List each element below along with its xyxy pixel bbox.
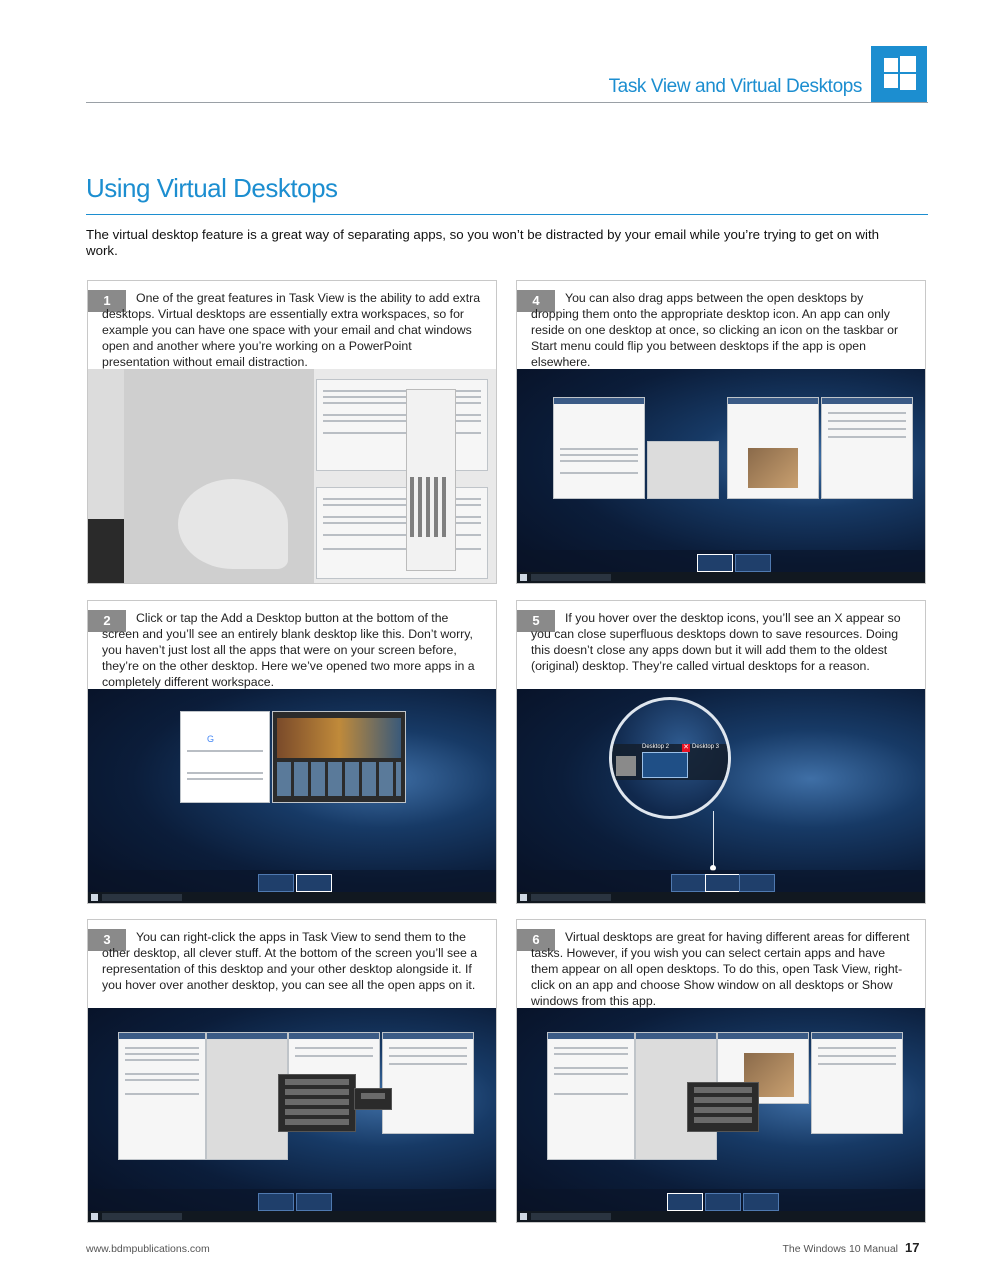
step-3-screenshot bbox=[88, 1008, 496, 1222]
step-4-box: 4 You can also drag apps between the ope… bbox=[516, 280, 926, 584]
header-rule bbox=[86, 102, 928, 103]
step-5-screenshot: Desktop 2 ✕ Desktop 3 bbox=[517, 689, 925, 903]
section-title: Using Virtual Desktops bbox=[86, 173, 338, 203]
section-rule bbox=[86, 214, 928, 215]
desktop-label: Desktop 2 bbox=[642, 744, 670, 750]
desktop-label: Desktop 3 bbox=[692, 744, 720, 750]
step-number: 6 bbox=[517, 929, 555, 951]
step-number: 2 bbox=[88, 610, 126, 632]
windows-logo-icon bbox=[871, 46, 927, 102]
step-number: 3 bbox=[88, 929, 126, 951]
close-desktop-icon[interactable]: ✕ bbox=[682, 744, 690, 752]
step-2-box: 2 Click or tap the Add a Desktop button … bbox=[87, 600, 497, 904]
step-1-box: 1 One of the great features in Task View… bbox=[87, 280, 497, 584]
step-text: Virtual desktops are great for having di… bbox=[531, 930, 910, 1008]
step-6-box: 6 Virtual desktops are great for having … bbox=[516, 919, 926, 1223]
footer-manual-title: The Windows 10 Manual bbox=[782, 1243, 898, 1255]
step-text: If you hover over the desktop icons, you… bbox=[531, 611, 901, 673]
step-3-box: 3 You can right-click the apps in Task V… bbox=[87, 919, 497, 1223]
step-number: 4 bbox=[517, 290, 555, 312]
step-1-screenshot bbox=[88, 369, 496, 583]
step-4-screenshot bbox=[517, 369, 925, 583]
step-text: One of the great features in Task View i… bbox=[102, 291, 481, 369]
step-text: Click or tap the Add a Desktop button at… bbox=[102, 611, 475, 689]
step-text: You can right-click the apps in Task Vie… bbox=[102, 930, 478, 992]
step-2-screenshot: G bbox=[88, 689, 496, 903]
step-text: You can also drag apps between the open … bbox=[531, 291, 899, 369]
step-number: 1 bbox=[88, 290, 126, 312]
zoom-magnifier: Desktop 2 ✕ Desktop 3 bbox=[609, 697, 731, 819]
footer-url: www.bdmpublications.com bbox=[86, 1243, 210, 1255]
step-number: 5 bbox=[517, 610, 555, 632]
step-5-box: 5 If you hover over the desktop icons, y… bbox=[516, 600, 926, 904]
intro-paragraph: The virtual desktop feature is a great w… bbox=[86, 227, 880, 258]
step-6-screenshot bbox=[517, 1008, 925, 1222]
page-number: 17 bbox=[905, 1240, 920, 1255]
running-header: Task View and Virtual Desktops bbox=[608, 76, 863, 97]
